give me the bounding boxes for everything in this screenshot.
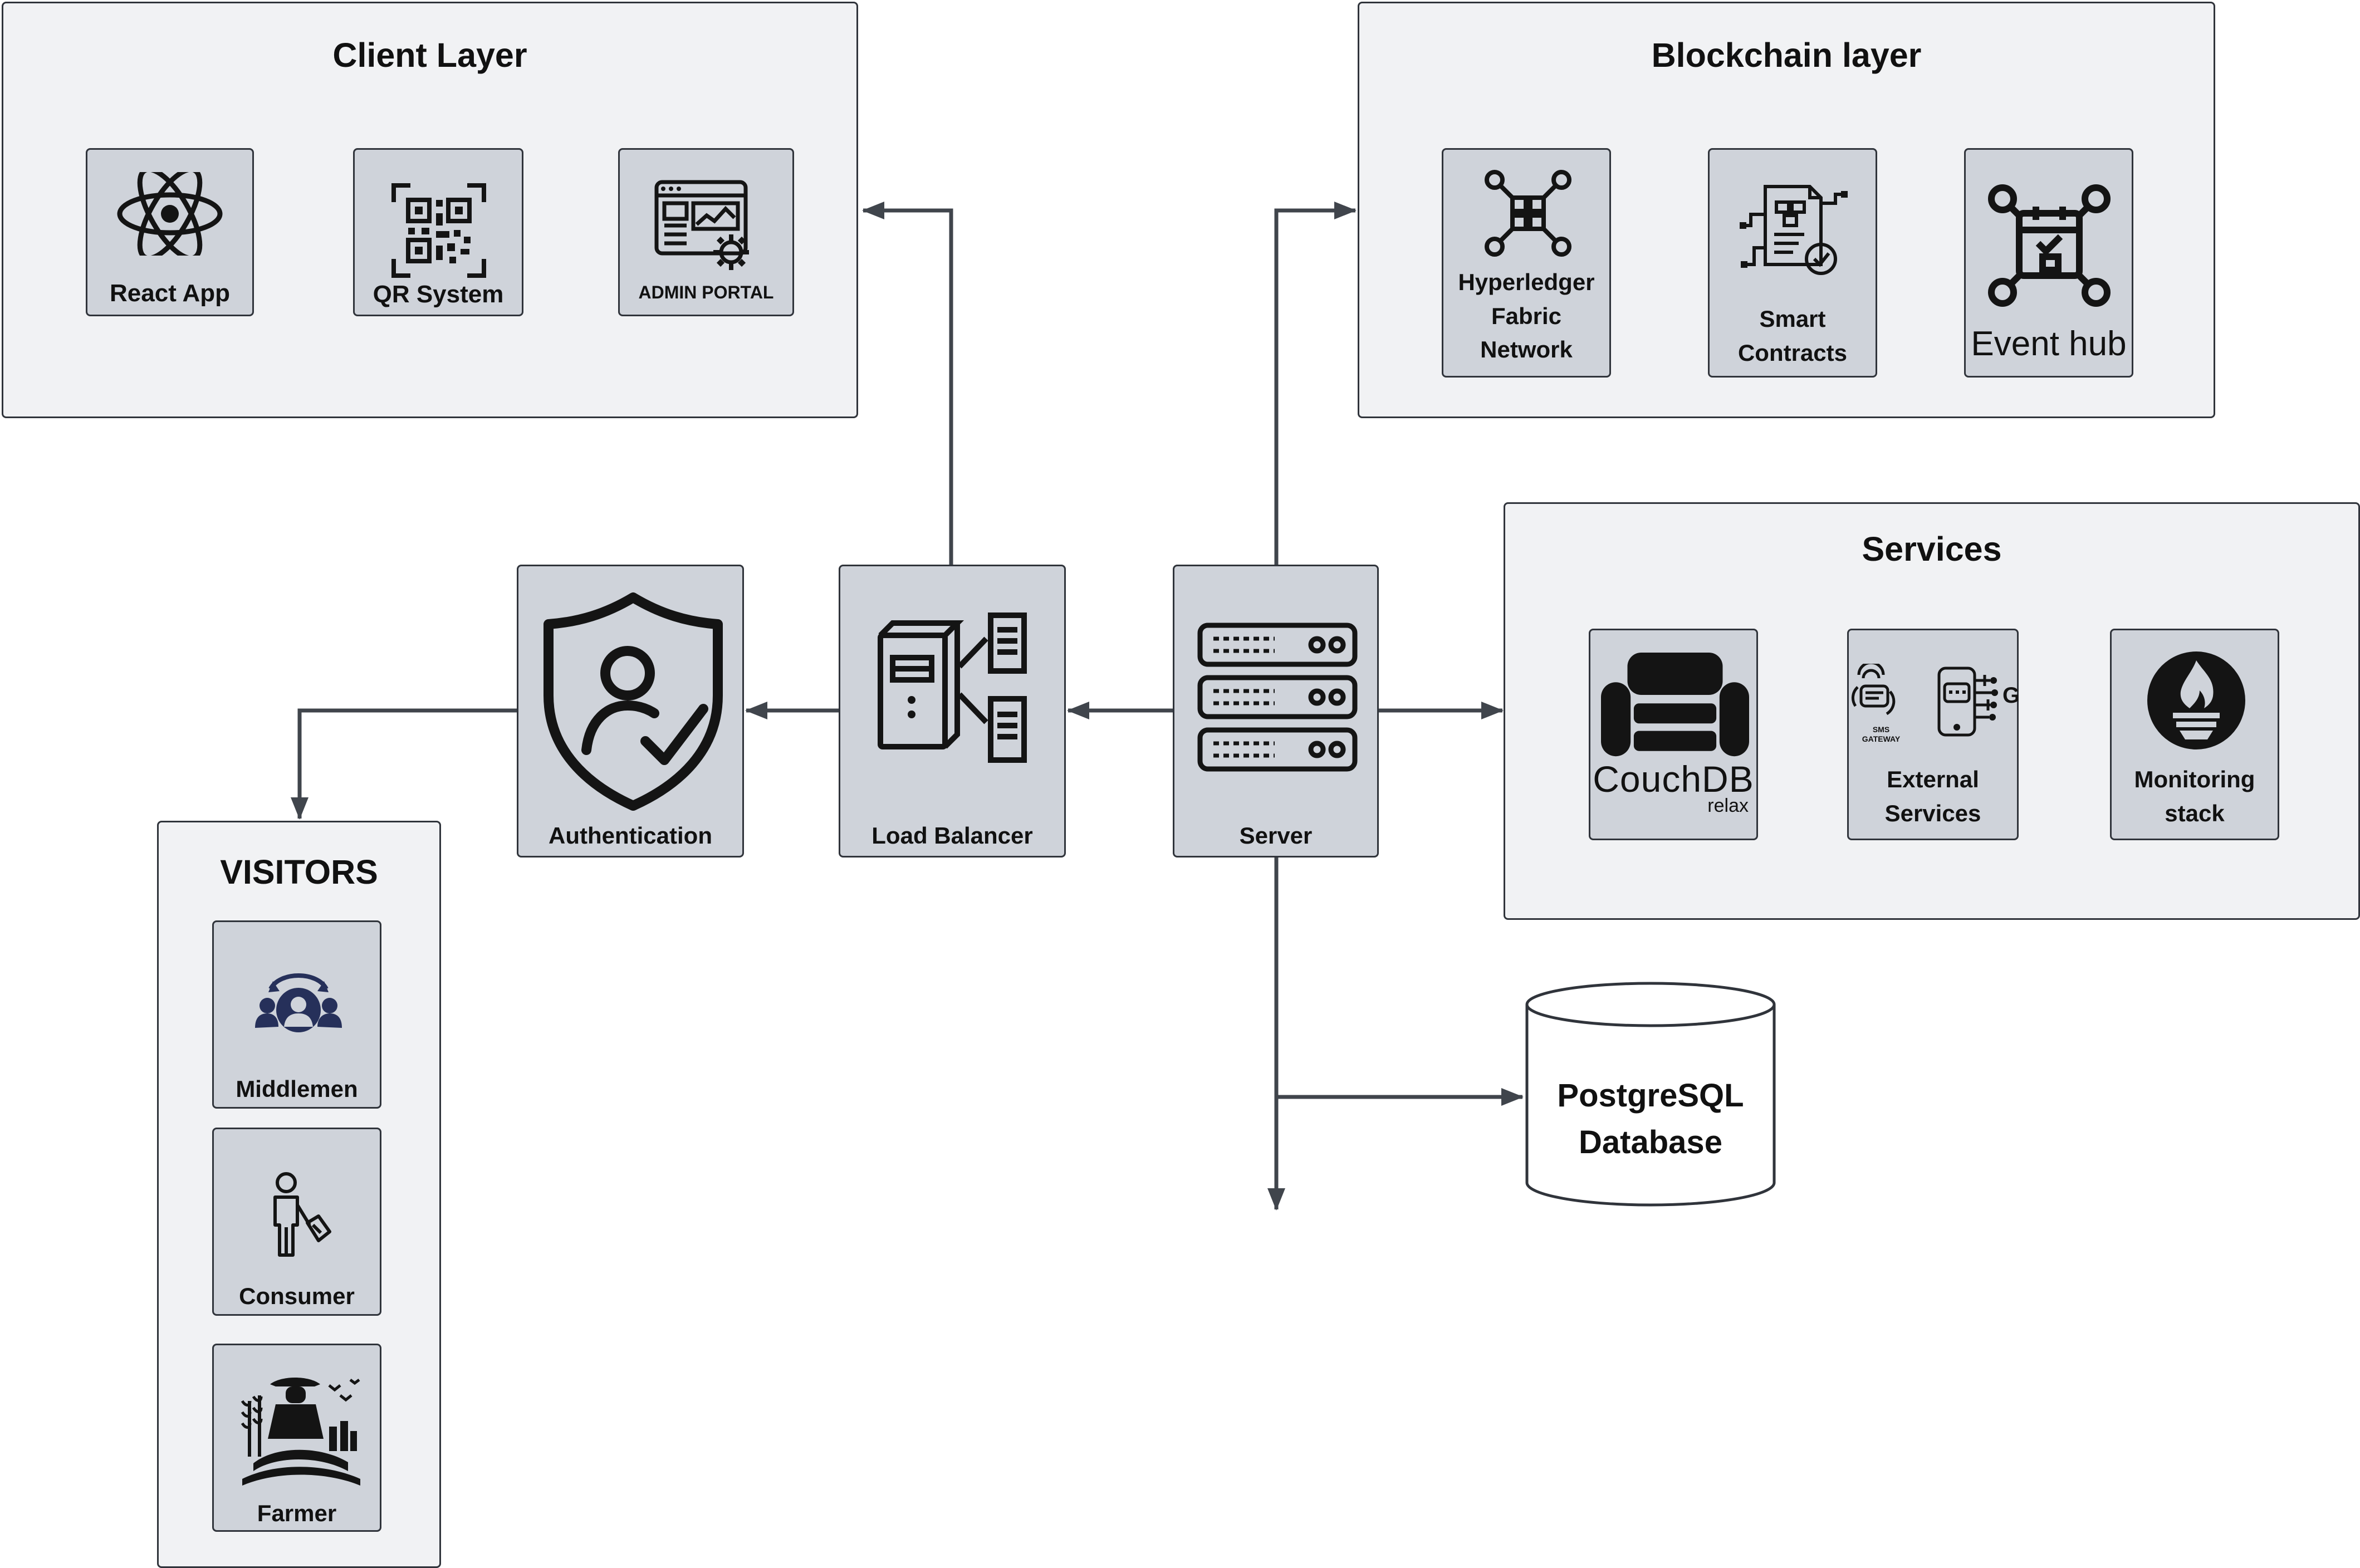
network-nodes-icon [1485, 170, 1571, 257]
hyperledger-label-line3: Network [1480, 336, 1573, 362]
blockchain-layer-panel: Blockchain layer Hyperledger Fabric Netw… [1358, 2, 2215, 418]
arrow-server-to-blockchain-layer [1274, 202, 1357, 565]
external-services-card[interactable]: G SMS GATEWAY External Services [1847, 629, 2019, 840]
external-services-label-line1: External [1887, 766, 1979, 792]
consumer-card[interactable]: Consumer [212, 1128, 381, 1316]
load-balancer-card[interactable]: Load Balancer [839, 565, 1066, 857]
middlemen-label: Middlemen [236, 1076, 358, 1102]
server-label: Server [1239, 822, 1313, 849]
hyperledger-label-line1: Hyperledger [1458, 269, 1595, 295]
admin-dashboard-gear-icon [654, 180, 749, 270]
react-app-card[interactable]: React App [86, 148, 254, 316]
monitoring-label-line2: stack [2165, 800, 2225, 826]
contract-check-icon [1740, 185, 1848, 275]
react-icon [117, 172, 223, 256]
server-card[interactable]: Server [1173, 565, 1379, 857]
server-rack-icon [1197, 623, 1358, 772]
external-services-label-line2: Services [1884, 800, 1981, 826]
load-balancer-servers-icon [878, 612, 1027, 763]
svg-text:G: G [2002, 683, 2018, 708]
arrow-authentication-to-visitors [291, 708, 517, 820]
shield-user-check-icon [544, 592, 723, 811]
couch-icon [1601, 653, 1749, 757]
load-balancer-label: Load Balancer [871, 822, 1033, 849]
qr-code-icon [391, 183, 486, 278]
database-cylinder-shape [1525, 982, 1776, 1207]
torch-flame-icon [2147, 651, 2245, 749]
hyperledger-fabric-card[interactable]: Hyperledger Fabric Network [1442, 148, 1611, 378]
farmer-card[interactable]: Farmer [212, 1344, 381, 1532]
services-title: Services [1862, 530, 2002, 568]
client-layer-panel: Client Layer React App [2, 2, 858, 418]
visitors-title: VISITORS [220, 853, 378, 891]
sms-gateway-caption: SMS GATEWAY [1862, 725, 1901, 743]
database-label-line1: PostgreSQL [1557, 1077, 1744, 1114]
database-label-line2: Database [1579, 1124, 1722, 1161]
calendar-hub-icon [1988, 184, 2111, 307]
admin-portal-card[interactable]: ADMIN PORTAL [618, 148, 794, 316]
event-hub-card[interactable]: Event hub [1964, 148, 2133, 378]
people-cycle-icon [255, 973, 342, 1032]
smart-contracts-card[interactable]: Smart Contracts [1708, 148, 1877, 378]
smart-contracts-label-line2: Contracts [1737, 339, 1848, 366]
monitoring-label-line1: Monitoring [2134, 766, 2255, 792]
smart-contracts-label-line1: Smart [1759, 306, 1826, 332]
monitoring-stack-card[interactable]: Monitoring stack [2110, 629, 2279, 840]
event-hub-label: Event hub [1971, 325, 2127, 363]
qr-system-label: QR System [373, 281, 504, 308]
react-app-label: React App [110, 280, 230, 307]
couchdb-sublabel: relax [1707, 795, 1749, 816]
hyperledger-label-line2: Fabric [1491, 302, 1562, 329]
person-shopping-bag-icon [273, 1172, 331, 1257]
admin-portal-label: ADMIN PORTAL [638, 282, 774, 302]
qr-system-card[interactable]: QR System [353, 148, 523, 316]
couchdb-label: CouchDB [1593, 758, 1754, 800]
client-layer-title: Client Layer [332, 36, 527, 74]
consumer-label: Consumer [239, 1283, 355, 1309]
services-panel: Services CouchDB relax [1504, 502, 2360, 920]
arrow-loadbalancer-to-client-layer [862, 202, 953, 565]
couchdb-card[interactable]: CouchDB relax [1589, 629, 1758, 840]
farmer-label: Farmer [257, 1500, 337, 1526]
middlemen-card[interactable]: Middlemen [212, 920, 381, 1109]
sms-gateway-phone-icon: G [1851, 664, 2018, 737]
blockchain-layer-title: Blockchain layer [1651, 36, 1922, 74]
authentication-card[interactable]: Authentication [517, 565, 744, 857]
visitors-panel: VISITORS Middlemen [157, 821, 441, 1568]
postgresql-database[interactable]: PostgreSQL Database [1525, 981, 1776, 1209]
authentication-label: Authentication [549, 822, 712, 849]
farmer-field-icon [241, 1378, 360, 1486]
